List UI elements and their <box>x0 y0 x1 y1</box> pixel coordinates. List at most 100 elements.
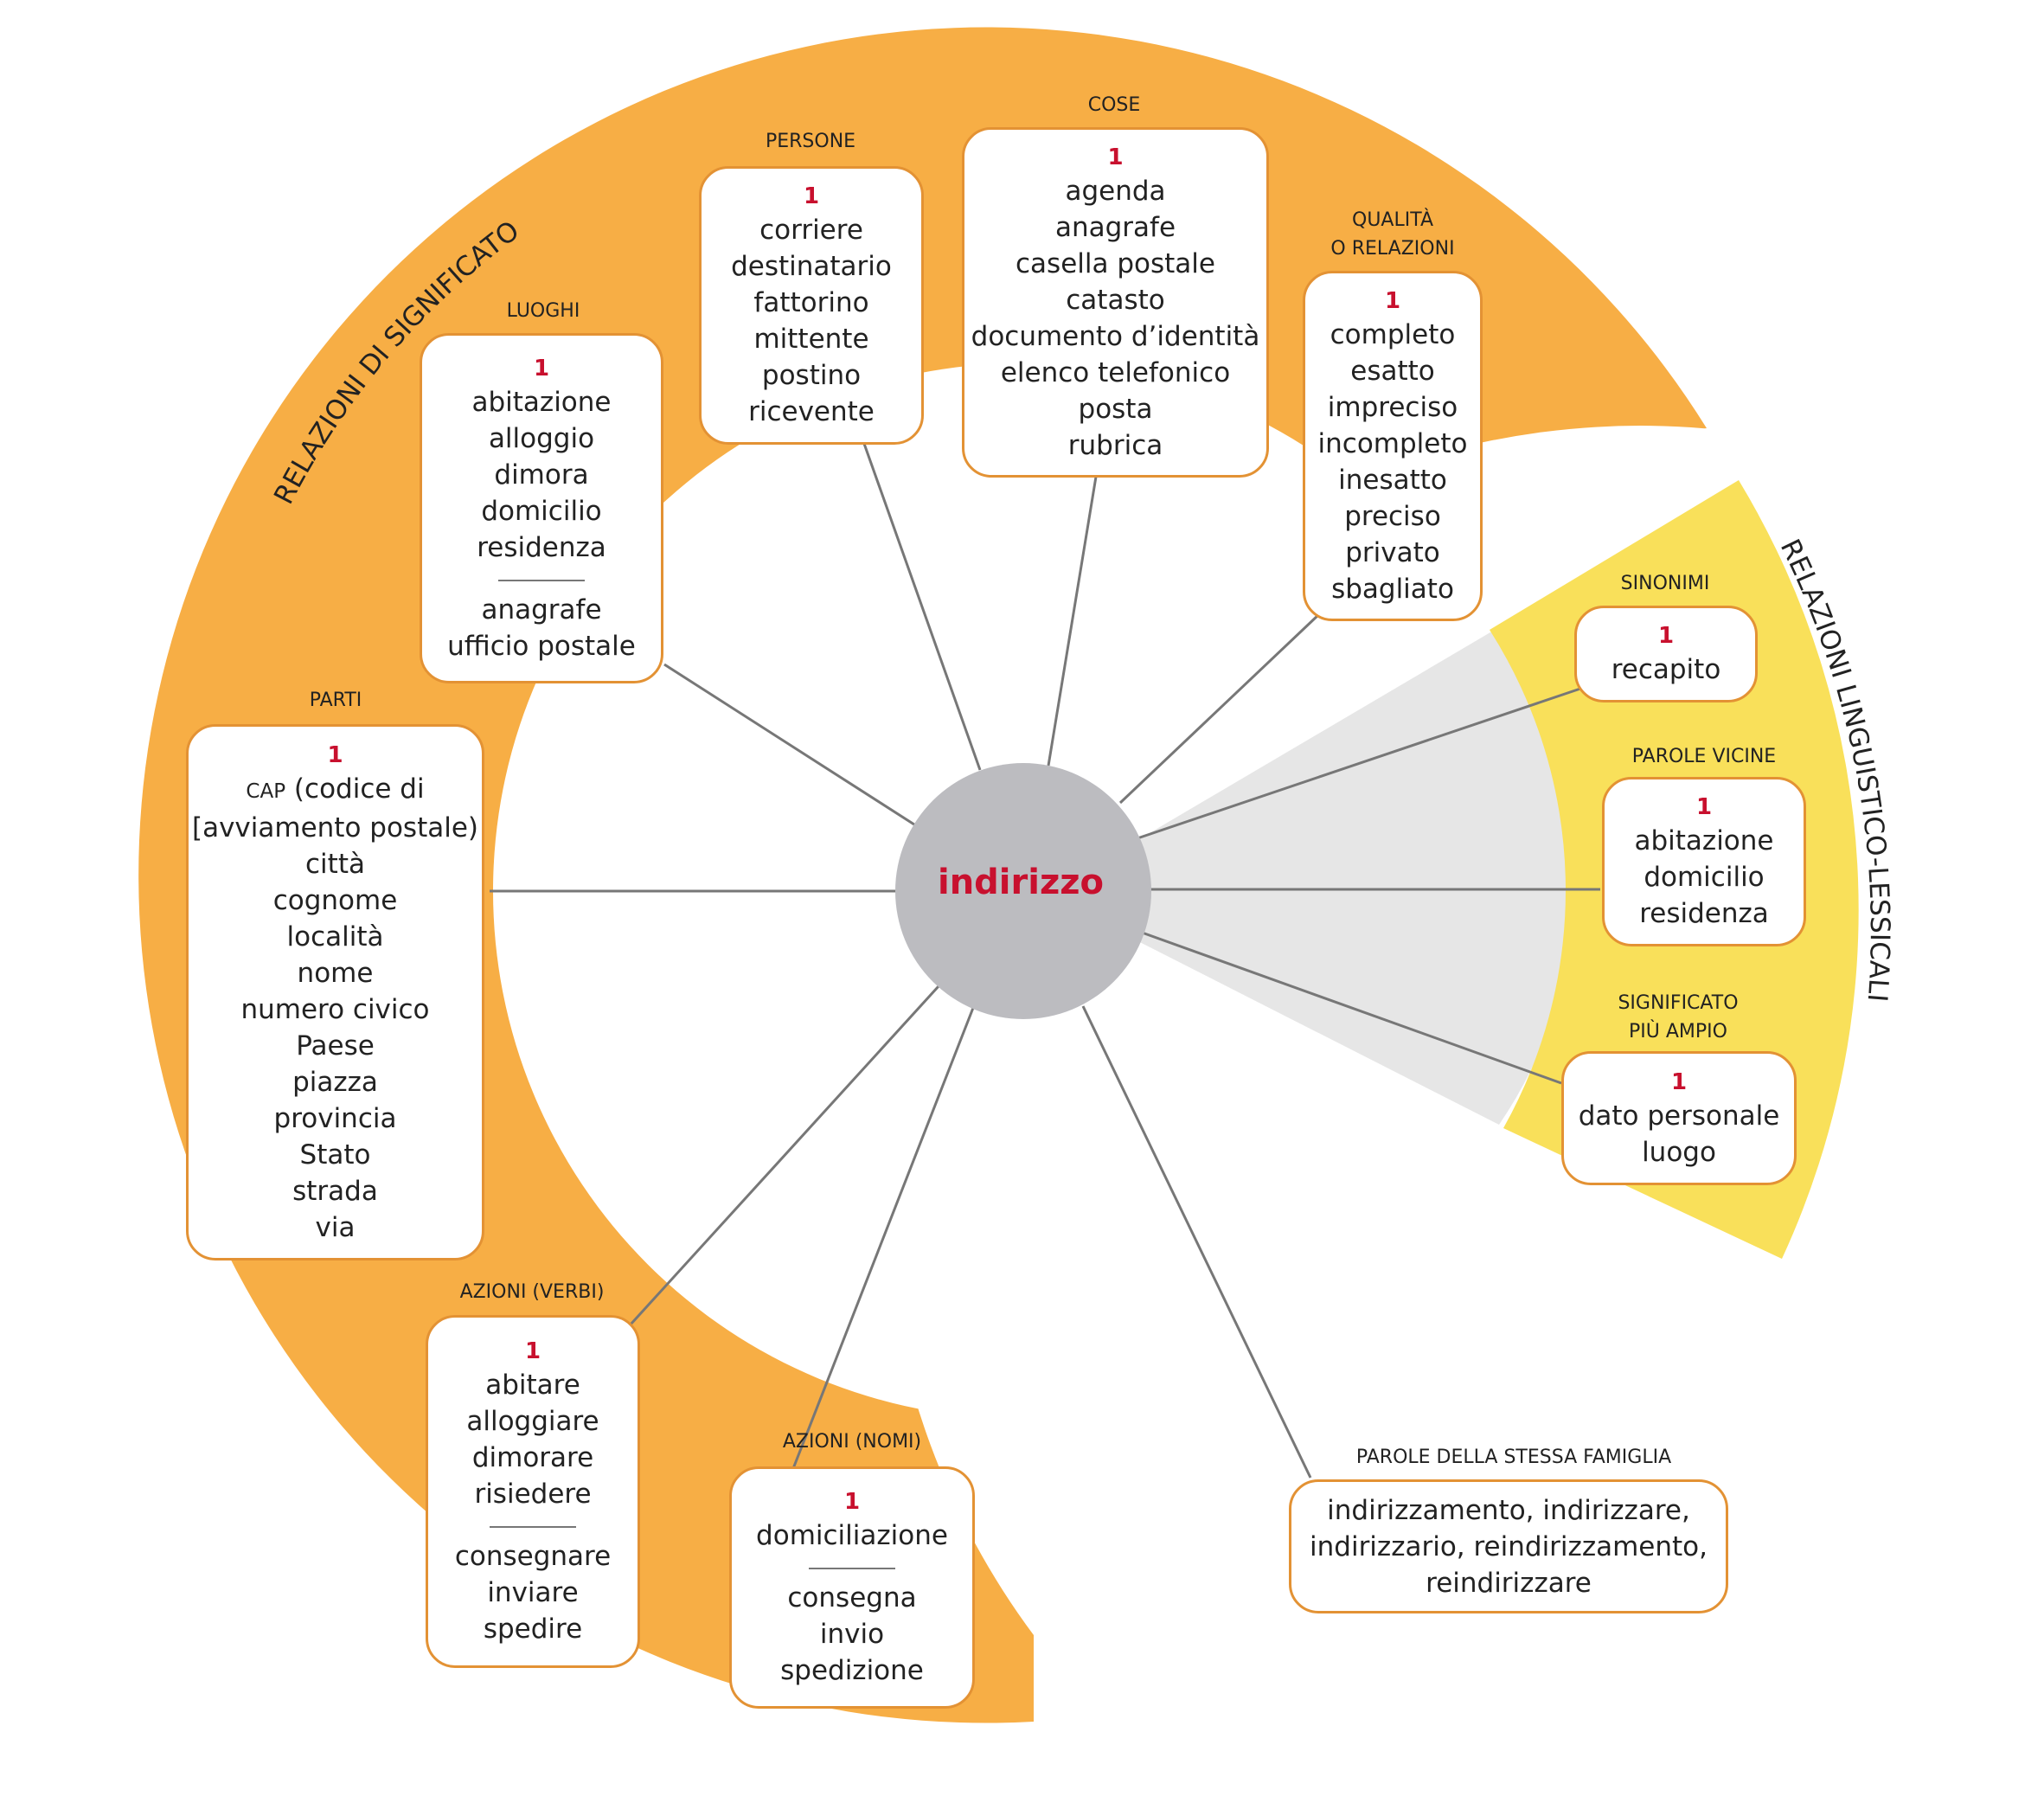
label-sinonimi: SINONIMI <box>1620 573 1710 594</box>
word-item: domiciliazione <box>756 1520 948 1551</box>
word-item: postino <box>761 360 862 391</box>
word-item: ricevente <box>748 396 875 427</box>
word-item: rubrica <box>1067 429 1163 461</box>
word-item: strada <box>292 1175 378 1207</box>
word-item: ufficio postale <box>447 630 636 662</box>
word-item: invio <box>819 1619 885 1650</box>
label-persone: PERSONE <box>765 131 856 152</box>
box-qualita: 1 completo esatto impreciso incompleto i… <box>1303 271 1483 621</box>
sense-number: 1 <box>1657 623 1675 649</box>
word-item: domicilio <box>481 495 602 527</box>
word-item: cognome <box>272 884 398 916</box>
word-item: inesatto <box>1338 464 1447 496</box>
word-item: città <box>305 848 365 880</box>
word-item: destinatario <box>731 251 892 282</box>
word-item: consegnare <box>454 1541 612 1572</box>
sense-number: 1 <box>843 1489 861 1515</box>
word-item: località <box>286 921 384 953</box>
cap-rest: (codice di <box>285 773 425 805</box>
label-qualita-line1: QUALITÀ <box>1352 209 1433 231</box>
word-item: residenza <box>1639 898 1769 929</box>
word-item: abitazione <box>471 386 612 418</box>
family-line: reindirizzare <box>1426 1567 1592 1599</box>
word-item: elenco telefonico <box>1000 356 1231 388</box>
box-azioni-verbi: 1 abitare alloggiare dimorare risiedere … <box>426 1315 640 1668</box>
word-item: provincia <box>273 1102 397 1134</box>
sense-number: 1 <box>327 741 343 768</box>
box-parti: 1 CAP (codice di [avviamento postale) ci… <box>186 724 484 1261</box>
word-item: residenza <box>477 531 606 563</box>
box-azioni-nomi: 1 domiciliazione consegna invio spedizio… <box>729 1466 975 1709</box>
word-item: impreciso <box>1327 391 1458 423</box>
lexical-wedge-grey <box>1125 627 1576 1125</box>
word-item: abitare <box>485 1370 580 1401</box>
label-significato-line1: SIGNIFICATO <box>1618 992 1739 1014</box>
word-item: via <box>315 1211 356 1243</box>
sense-number: 1 <box>533 355 550 382</box>
word-item: documento d’identità <box>971 320 1260 352</box>
word-item: posta <box>1078 393 1153 425</box>
family-line: indirizzamento, indirizzare, <box>1327 1494 1690 1526</box>
separator <box>490 1526 576 1528</box>
center-circle <box>895 763 1151 1019</box>
word-item: spedire <box>483 1613 583 1645</box>
sense-number: 1 <box>1384 287 1401 314</box>
word-item: risiedere <box>474 1479 592 1510</box>
word-item: inviare <box>487 1577 579 1608</box>
label-parole-vicine: PAROLE VICINE <box>1631 746 1777 767</box>
word-item-cap: CAP (codice di <box>246 771 424 810</box>
word-item: alloggio <box>488 422 595 454</box>
center-word: indirizzo <box>937 863 1104 902</box>
word-item: fattorino <box>753 287 869 318</box>
sense-number: 1 <box>1670 1068 1688 1095</box>
box-sinonimi: 1 recapito <box>1574 606 1758 702</box>
word-item: abitazione <box>1634 825 1774 856</box>
box-parole-vicine: 1 abitazione domicilio residenza <box>1602 777 1806 946</box>
word-item: casella postale <box>1016 247 1215 279</box>
label-cose: COSE <box>1087 94 1141 116</box>
word-item: Stato <box>299 1139 371 1171</box>
word-item: privato <box>1345 536 1440 568</box>
box-persone: 1 corriere destinatario fattorino mitten… <box>699 166 924 445</box>
word-item: luogo <box>1642 1136 1716 1168</box>
label-azioni-verbi: AZIONI (VERBI) <box>459 1281 605 1303</box>
label-qualita-line2: O RELAZIONI <box>1330 238 1455 260</box>
sense-number: 1 <box>1695 794 1713 820</box>
word-item: recapito <box>1611 654 1721 685</box>
word-item: numero civico <box>240 993 430 1025</box>
word-item: esatto <box>1350 355 1435 387</box>
label-azioni-nomi: AZIONI (NOMI) <box>782 1431 922 1453</box>
word-item: dato personale <box>1578 1100 1780 1132</box>
word-item: piazza <box>292 1066 378 1098</box>
sense-number: 1 <box>803 183 820 209</box>
word-item: nome <box>297 957 374 989</box>
word-item: catasto <box>1066 284 1165 316</box>
sense-number: 1 <box>524 1338 541 1364</box>
label-significato-line2: PIÙ AMPIO <box>1629 1021 1727 1042</box>
box-famiglia: indirizzamento, indirizzare, indirizzari… <box>1289 1479 1728 1613</box>
word-item: Paese <box>296 1030 375 1062</box>
word-item: alloggiare <box>466 1406 599 1437</box>
box-cose: 1 agenda anagrafe casella postale catast… <box>962 127 1269 478</box>
word-item: [avviamento postale) <box>191 811 478 844</box>
label-qualita: QUALITÀ O RELAZIONI <box>1315 206 1471 263</box>
word-item: anagrafe <box>481 593 602 625</box>
connector-lines <box>490 440 1600 1479</box>
label-parti: PARTI <box>309 690 362 711</box>
word-item: domicilio <box>1644 862 1765 893</box>
box-significato-ampio: 1 dato personale luogo <box>1561 1051 1797 1185</box>
word-item: dimora <box>494 459 589 491</box>
word-item: sbagliato <box>1331 573 1454 605</box>
cap-abbreviation: CAP <box>246 779 286 803</box>
label-significato-ampio: SIGNIFICATO PIÙ AMPIO <box>1592 989 1765 1046</box>
word-item: corriere <box>759 215 863 246</box>
word-item: mittente <box>753 324 869 355</box>
word-item: anagrafe <box>1054 211 1176 243</box>
word-item: agenda <box>1065 175 1166 207</box>
separator <box>498 579 585 581</box>
word-item: completo <box>1330 318 1456 350</box>
word-item: incompleto <box>1317 427 1468 459</box>
separator <box>809 1568 895 1569</box>
label-luoghi: LUOGHI <box>506 300 580 322</box>
label-famiglia: PAROLE DELLA STESSA FAMIGLIA <box>1355 1447 1672 1468</box>
